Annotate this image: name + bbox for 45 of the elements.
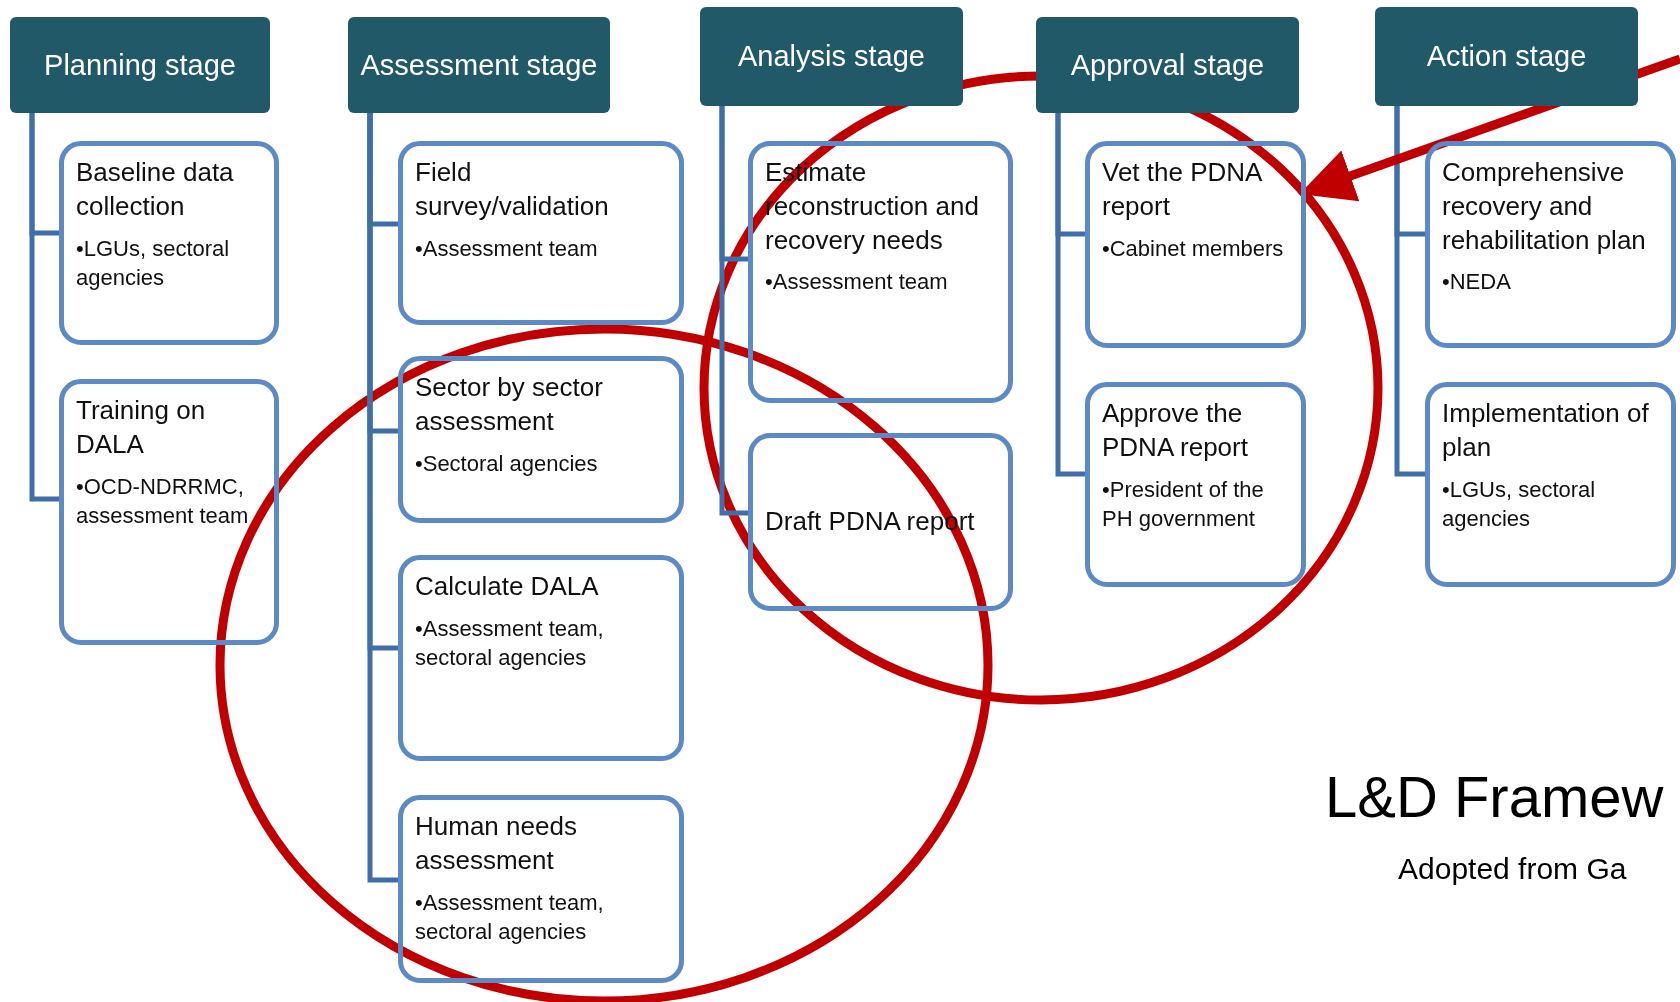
task-title: Human needs assessment	[415, 810, 578, 877]
bullet-text: •Assessment team, sectoral agencies	[415, 614, 605, 673]
stage-header: Analysis stage	[700, 7, 963, 106]
caption: Adopted from Ga	[1398, 852, 1627, 886]
task-title: Training on DALA	[76, 394, 207, 461]
task-box	[398, 356, 684, 523]
stage-header: Assessment stage	[348, 17, 610, 113]
task-box	[1085, 141, 1306, 348]
task-title: Vet the PDNA report	[1102, 156, 1263, 223]
bullet-text: •President of the PH government	[1102, 475, 1265, 534]
task-box	[1425, 141, 1676, 348]
task-box	[1425, 382, 1676, 587]
title: L&D Framew	[1325, 763, 1664, 830]
task-title: Implementation of plan	[1442, 397, 1650, 464]
bullet-text: •Assessment team, sectoral agencies	[415, 888, 605, 947]
task-box	[1085, 382, 1306, 587]
connector-line	[1055, 113, 1085, 477]
task-title: Sector by sector assessment	[415, 371, 604, 438]
task-box	[398, 795, 684, 983]
connector-line	[29, 113, 59, 502]
bullet-text: •Assessment team	[415, 234, 599, 263]
task-title: Approve the PDNA report	[1102, 397, 1249, 464]
bullet-text: •Cabinet members	[1102, 234, 1285, 263]
stage-header: Approval stage	[1036, 17, 1299, 113]
bullet-text: •OCD-NDRRMC, assessment team	[76, 472, 250, 531]
task-title: Comprehensive recovery and rehabilitation plan	[1442, 156, 1647, 257]
task-title: Baseline data collection	[76, 156, 235, 223]
task-box	[398, 555, 684, 761]
task-box	[398, 141, 684, 325]
task-box	[59, 379, 279, 645]
bullet-text: •LGUs, sectoral agencies	[1442, 475, 1597, 534]
task-box	[748, 433, 1013, 611]
task-title: Calculate DALA	[415, 570, 600, 603]
bullet-text: •Sectoral agencies	[415, 449, 599, 478]
task-box	[59, 141, 279, 345]
connector-line	[1394, 106, 1425, 477]
task-box	[748, 141, 1013, 403]
bullet-text: •NEDA	[1442, 268, 1512, 297]
bullet-text: •LGUs, sectoral agencies	[76, 234, 231, 293]
connector-line	[719, 106, 748, 516]
bullet-text: •Assessment team	[765, 268, 949, 297]
connector-line	[367, 113, 398, 883]
stage-header: Planning stage	[10, 17, 270, 113]
stage-header: Action stage	[1375, 7, 1638, 106]
task-title: Field survey/validation	[415, 156, 610, 223]
